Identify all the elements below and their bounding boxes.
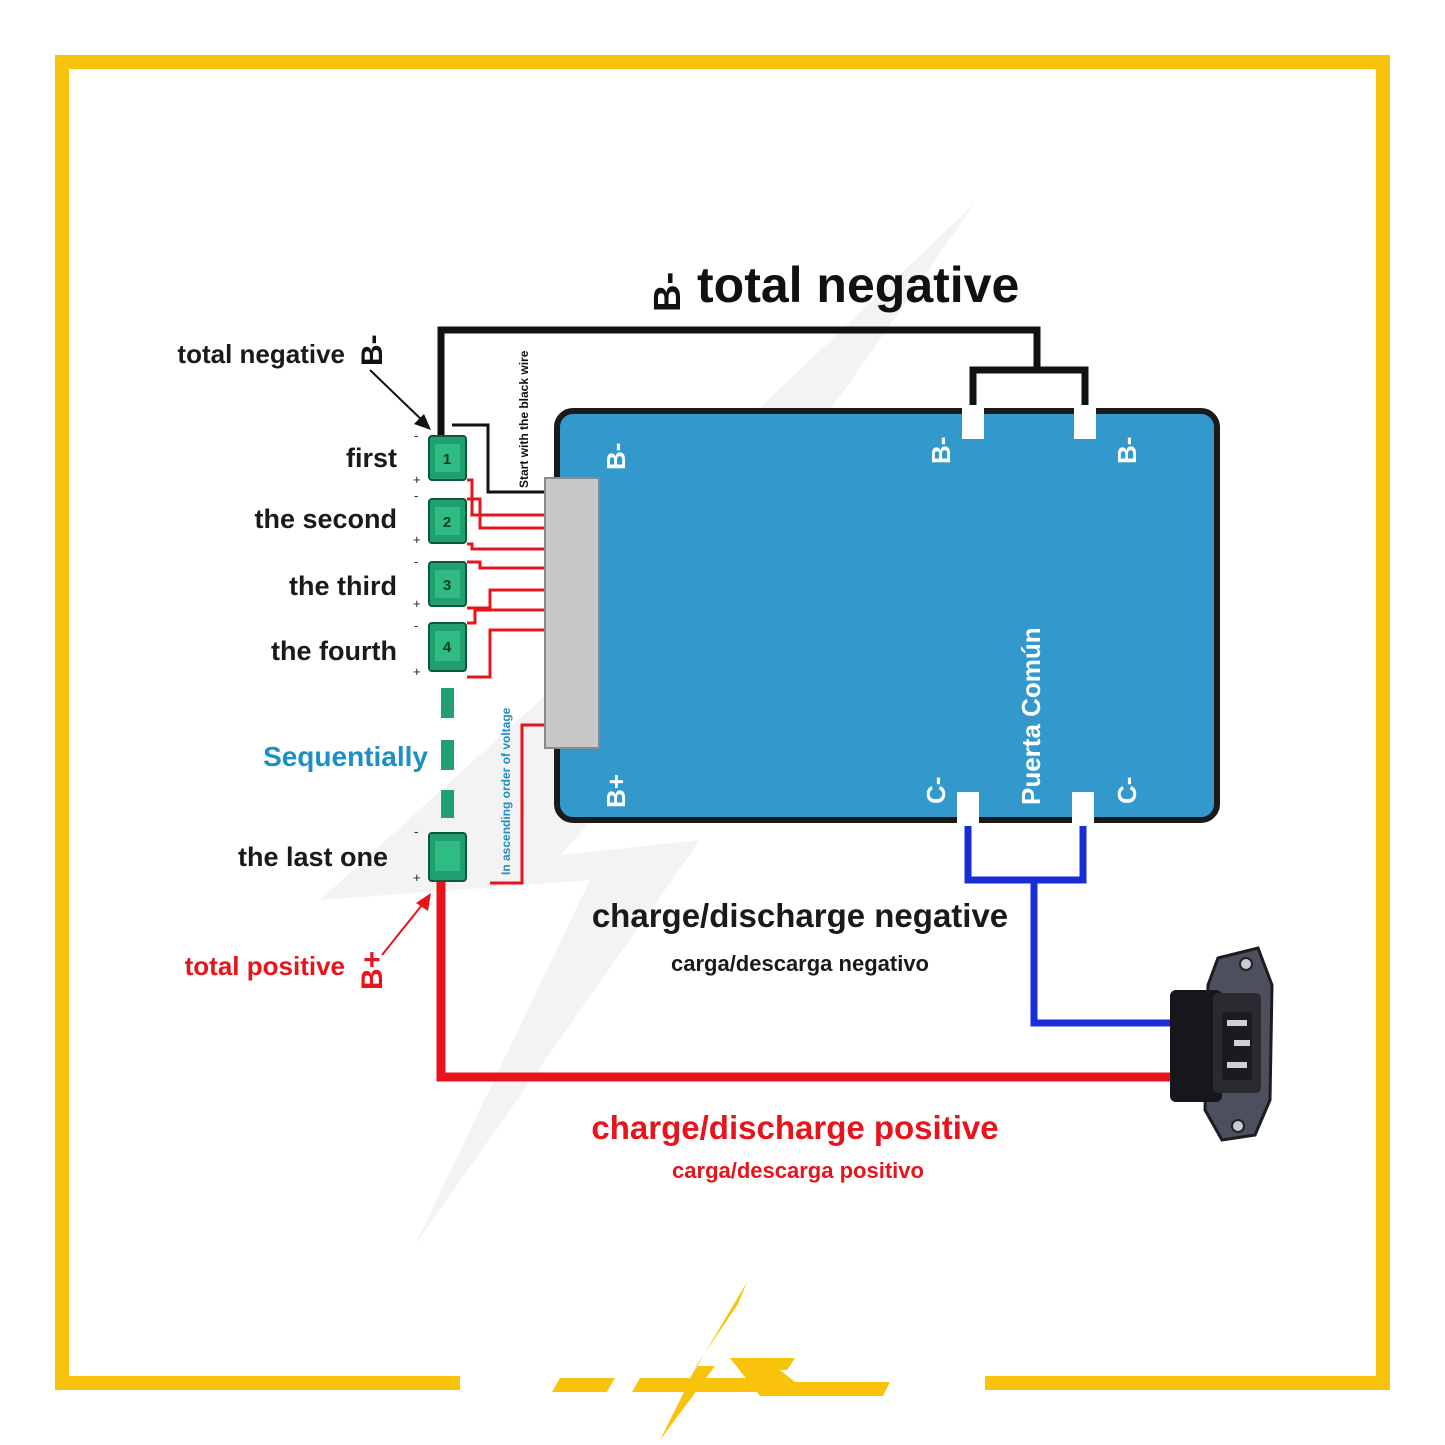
board-label-b-minus-left: B- <box>601 443 631 470</box>
label-last-one: the last one <box>238 842 388 872</box>
label-total-negative-symbol: B- <box>356 334 389 366</box>
board-label-puerta-comun: Puerta Común <box>1016 627 1046 805</box>
board-label-c-minus-right: C- <box>1112 777 1142 804</box>
title: B- total negative <box>647 257 1019 313</box>
note-black-wire: Start with the black wire <box>517 350 531 488</box>
red-main-wire <box>436 870 1175 1082</box>
board-b-minus-notch-left <box>962 405 984 439</box>
label-charge-positive: charge/discharge positive <box>591 1109 998 1146</box>
board-b-minus-notch-right <box>1074 405 1096 439</box>
label-total-negative: total negative <box>177 339 345 369</box>
minus-mark: - <box>414 824 418 839</box>
cell-number: 1 <box>443 451 451 468</box>
power-socket-icon <box>1170 946 1274 1142</box>
balance-connector <box>544 477 600 749</box>
cell-4: 4 <box>428 622 467 672</box>
sequence-dashes <box>441 688 454 818</box>
polarity-marks: - + - + - + - + - + <box>413 428 421 885</box>
minus-mark: - <box>414 488 418 503</box>
az-logo-icon <box>552 1282 890 1440</box>
label-total-positive: total positive <box>185 951 345 981</box>
cell-number: 2 <box>443 514 451 531</box>
plus-mark: + <box>413 532 421 547</box>
cell-last <box>428 832 467 882</box>
label-charge-negative-es: carga/descarga negativo <box>671 951 929 976</box>
label-total-positive-symbol: B+ <box>356 951 389 990</box>
board-label-b-minus-mid: B- <box>926 437 956 464</box>
sense-wire-black <box>452 423 552 494</box>
board-c-minus-notch-right <box>1072 792 1094 826</box>
label-second: the second <box>254 504 397 534</box>
board-label-c-minus-left: C- <box>921 777 951 804</box>
plus-mark: + <box>413 664 421 679</box>
minus-mark: - <box>414 618 418 633</box>
black-wires <box>437 326 1089 438</box>
title-b-minus: B- <box>647 272 689 312</box>
arrow-total-negative <box>369 369 431 430</box>
label-charge-positive-es: carga/descarga positivo <box>672 1158 924 1183</box>
title-text: total negative <box>697 257 1019 313</box>
blue-wires <box>964 797 1175 1027</box>
plus-mark: + <box>413 596 421 611</box>
plus-mark: + <box>413 870 421 885</box>
board-c-minus-notch-left <box>957 792 979 826</box>
note-ascending: In ascending order of voltage <box>499 707 513 875</box>
bms-board <box>554 408 1220 823</box>
yellow-frame <box>55 55 1390 1390</box>
cell-3: 3 <box>428 561 467 607</box>
cell-1: 1 <box>428 435 467 481</box>
cell-number: 4 <box>443 639 452 656</box>
label-third: the third <box>289 571 397 601</box>
board-label-b-plus: B+ <box>601 774 631 808</box>
label-fourth: the fourth <box>271 636 397 666</box>
minus-mark: - <box>414 428 418 443</box>
label-first: first <box>346 443 397 473</box>
cell-2: 2 <box>428 498 467 544</box>
label-charge-negative: charge/discharge negative <box>592 897 1008 934</box>
board-label-b-minus-right: B- <box>1112 437 1142 464</box>
plus-mark: + <box>413 472 421 487</box>
red-sense-wires <box>467 478 552 885</box>
minus-mark: - <box>414 554 418 569</box>
label-sequentially: Sequentially <box>263 741 428 772</box>
cell-number: 3 <box>443 577 451 594</box>
arrow-total-positive <box>381 893 431 956</box>
